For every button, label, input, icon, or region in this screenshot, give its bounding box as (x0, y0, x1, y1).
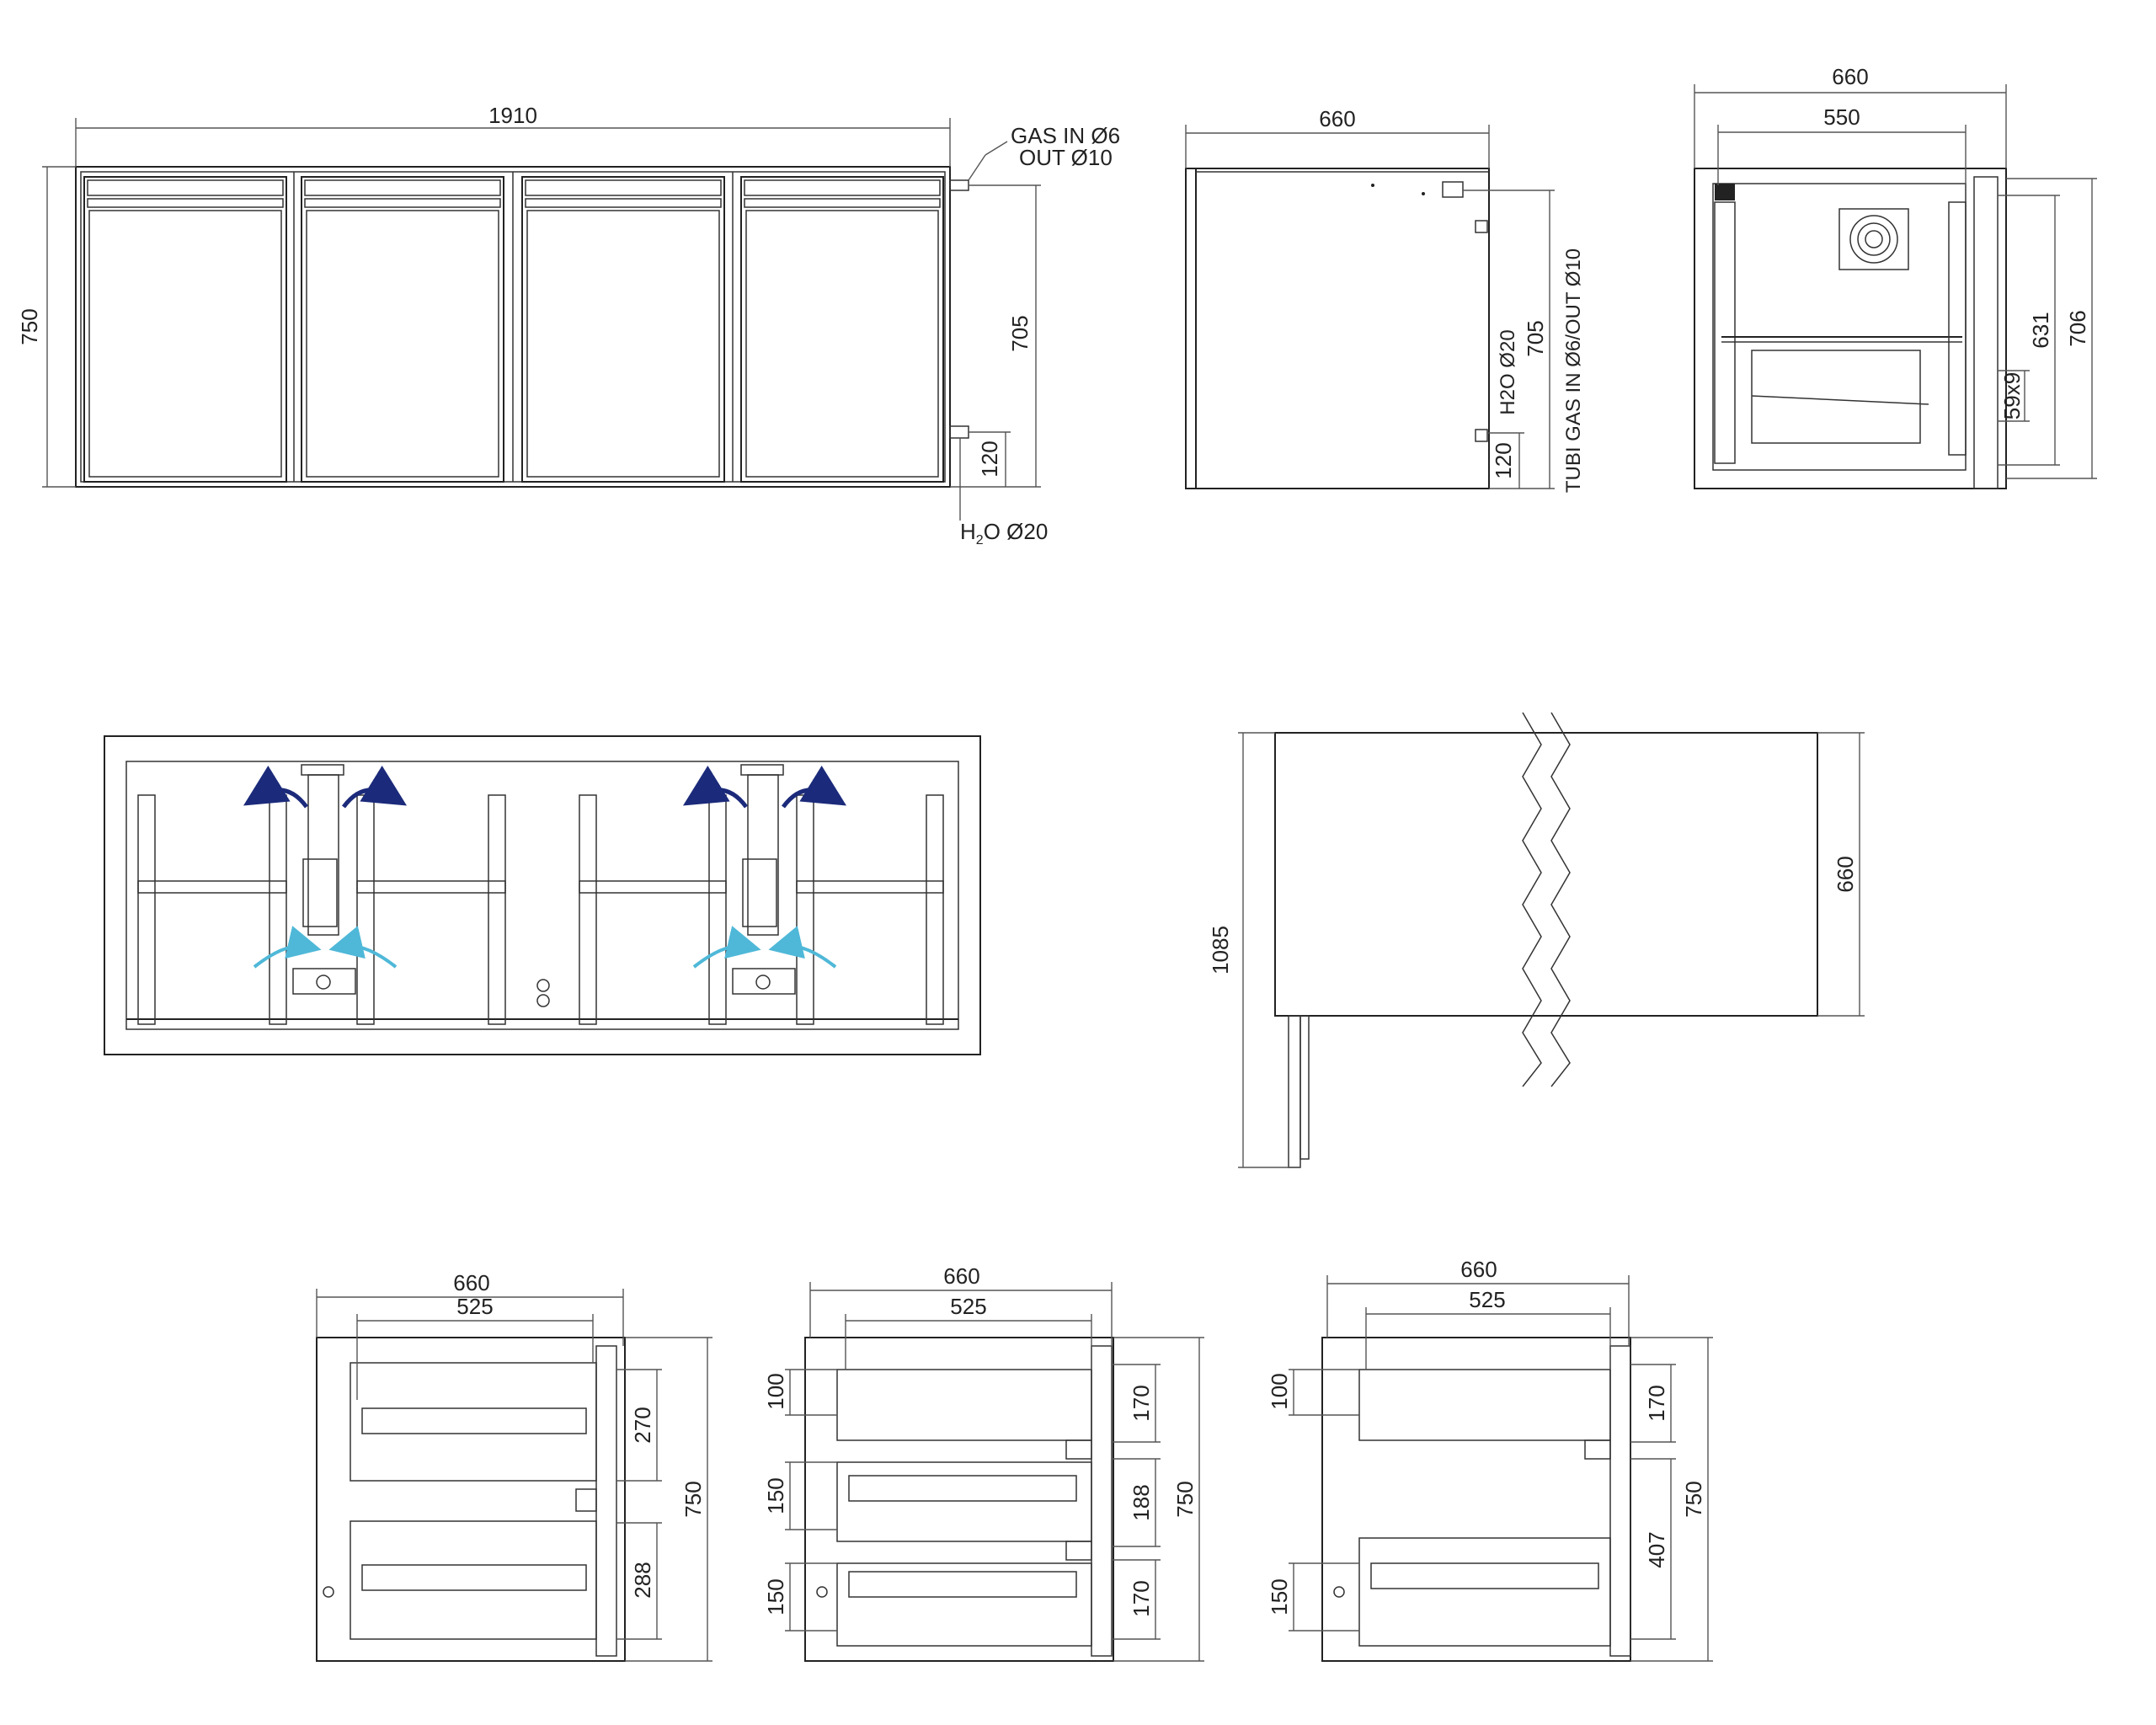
top-depth-label: 660 (1833, 856, 1858, 892)
drawer2-left-dim-3: 150 (763, 1578, 788, 1615)
section-outer-dimension: 660 (1694, 64, 2007, 168)
drawer2-right-dim-3: 170 (1129, 1580, 1154, 1616)
section-rail-label: 59x9 (1999, 372, 2025, 419)
front-height-label: 750 (17, 308, 42, 344)
front-width-label: 1910 (488, 103, 537, 128)
drawer2-inner-label: 525 (950, 1294, 986, 1319)
side-width-label: 660 (1319, 106, 1355, 131)
front-door-4 (740, 176, 944, 483)
drawer2-left-dim-2: 150 (763, 1477, 788, 1514)
drawer2-right-dim-2: 188 (1129, 1484, 1154, 1520)
drawer3-left-dim-2: 150 (1267, 1578, 1292, 1615)
drawer3-right-dim-1: 170 (1644, 1385, 1669, 1421)
side-gas-label: TUBI GAS IN Ø6/OUT Ø10 (1562, 248, 1585, 493)
side-pipe-height-label: 705 (1523, 320, 1548, 356)
gas-in-label: GAS IN Ø6 (1011, 123, 1120, 148)
drawer3-height-label: 750 (1681, 1481, 1706, 1517)
drawer-view-3: 660 525 750 170 407 100 150 (1267, 1257, 1713, 1662)
side-view: 660 705 120 H2O Ø20 TUBI GAS IN Ø6/OUT Ø… (1185, 106, 1585, 493)
drawer2-right-dim-1: 170 (1129, 1385, 1154, 1421)
front-pipe-height-label: 705 (1007, 315, 1033, 351)
front-door-2 (301, 176, 504, 483)
side-water-label: H2O Ø20 (1497, 329, 1519, 414)
side-width-dimension: 660 (1185, 106, 1490, 168)
airflow-arrows (243, 765, 847, 969)
drawer-view-2: 660 525 750 170 188 170 100 150 150 (763, 1263, 1204, 1662)
front-door-3 (521, 176, 725, 483)
drawer3-right-dim-2: 407 (1644, 1531, 1669, 1567)
drawer1-outer-label: 660 (453, 1270, 489, 1295)
drawer2-height-label: 750 (1172, 1481, 1198, 1517)
plan-shelves (137, 794, 944, 1025)
front-view: 1910 750 705 120 GAS IN Ø6 OUT Ø10 H2O Ø… (17, 103, 1120, 547)
drawer3-outer-label: 660 (1460, 1257, 1497, 1282)
section-inner-dimension: 550 (1717, 104, 1967, 185)
top-length-dimension: 1085 (1208, 732, 1300, 1168)
section-fan (1838, 208, 1909, 270)
drawer3-inner-label: 525 (1469, 1287, 1505, 1312)
plan-view (104, 735, 981, 1055)
side-bottom-offset-label: 120 (1491, 442, 1516, 478)
plan-evaporator-right (732, 764, 796, 995)
side-pipe-dimension: 705 120 (1463, 190, 1555, 489)
top-depth-dimension: 660 (1817, 732, 1865, 1017)
drawer1-dim-2: 288 (630, 1562, 655, 1598)
front-width-dimension: 1910 (75, 103, 951, 167)
section-view: 660 550 631 706 59x9 (1694, 64, 2097, 489)
section-height-631-label: 631 (2028, 312, 2053, 348)
front-height-dimension: 750 (17, 166, 76, 488)
top-length-label: 1085 (1208, 926, 1233, 975)
drawer1-inner-label: 525 (456, 1294, 493, 1319)
drawer1-dim-1: 270 (630, 1407, 655, 1443)
section-height-706-label: 706 (2065, 310, 2090, 346)
section-outer-width-label: 660 (1832, 64, 1868, 89)
drawer2-left-dim-1: 100 (763, 1373, 788, 1409)
drawer2-outer-label: 660 (943, 1263, 979, 1289)
drawer1-height-label: 750 (680, 1481, 706, 1517)
front-pipe-dimension: 705 120 (950, 184, 1041, 488)
front-bottom-offset-label: 120 (977, 441, 1002, 477)
drawer3-left-dim-1: 100 (1267, 1373, 1292, 1409)
section-height-dimensions: 631 706 59x9 (1998, 178, 2097, 479)
water-label: H2O Ø20 (960, 519, 1048, 547)
section-inner-width-label: 550 (1823, 104, 1860, 130)
gas-out-label: OUT Ø10 (1019, 145, 1113, 170)
front-door-1 (83, 176, 287, 483)
top-view: 1085 660 (1208, 712, 1865, 1168)
drawer-view-1: 660 525 750 270 288 (316, 1270, 712, 1662)
